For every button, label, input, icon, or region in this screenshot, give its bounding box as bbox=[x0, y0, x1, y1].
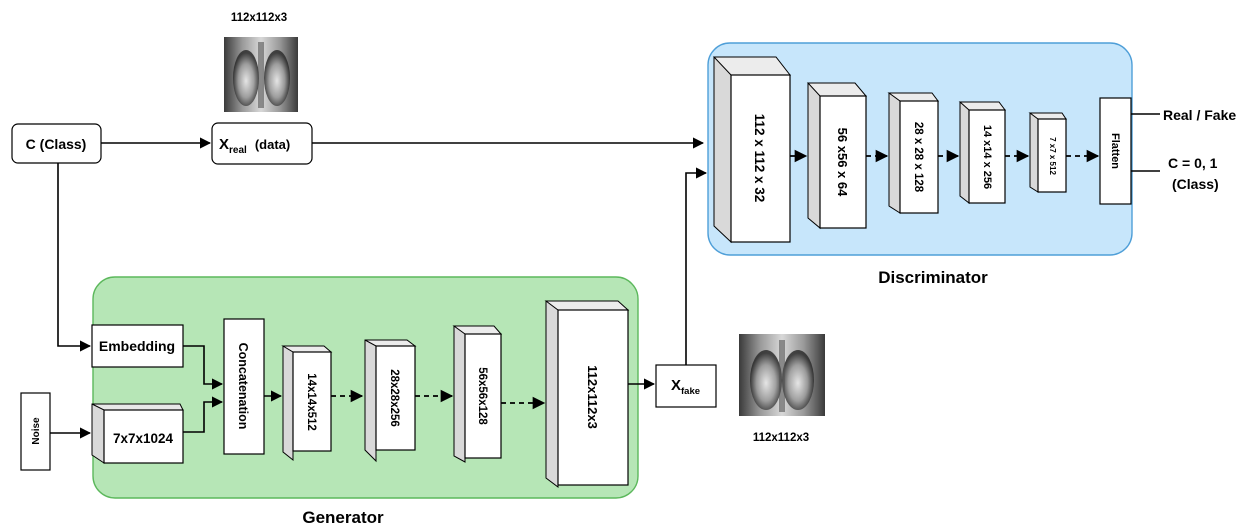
fake-xray-image bbox=[739, 334, 825, 416]
real-image-caption: 112x112x3 bbox=[231, 12, 287, 24]
svg-text:56 x56 x 64: 56 x56 x 64 bbox=[835, 128, 850, 197]
concatenation-box: Concatenation bbox=[223, 318, 265, 455]
svg-text:7x7x1024: 7x7x1024 bbox=[113, 431, 174, 446]
generator-title: Generator bbox=[302, 508, 384, 527]
svg-text:28x28x256: 28x28x256 bbox=[388, 369, 400, 427]
discriminator-layer-3: 28 x 28 x 128 bbox=[887, 92, 939, 214]
connectors bbox=[50, 113, 1160, 439]
discriminator-title: Discriminator bbox=[878, 268, 988, 287]
noise-input-box: Noise bbox=[20, 392, 51, 471]
embedding-box: Embedding bbox=[91, 324, 184, 368]
generator-layer-4: 112x112x3 bbox=[544, 300, 630, 488]
svg-text:Noise: Noise bbox=[31, 417, 42, 445]
svg-text:112x112x3: 112x112x3 bbox=[585, 365, 600, 429]
svg-text:56x56x128: 56x56x128 bbox=[476, 367, 488, 425]
real-xray-image bbox=[224, 37, 298, 112]
class-output-line2: (Class) bbox=[1172, 176, 1219, 192]
generator-layer-2: 28x28x256 bbox=[364, 339, 417, 463]
class-output-line1: C = 0, 1 bbox=[1168, 155, 1218, 171]
svg-text:112 x 112 x 32: 112 x 112 x 32 bbox=[752, 114, 767, 203]
svg-text:7 x7 x 512: 7 x7 x 512 bbox=[1048, 137, 1057, 175]
svg-text:Xfake: Xfake bbox=[671, 377, 700, 397]
svg-text:14x14x512: 14x14x512 bbox=[305, 373, 317, 431]
discriminator-layer-5: 7 x7 x 512 bbox=[1028, 112, 1067, 193]
svg-text:28 x 28 x 128: 28 x 28 x 128 bbox=[912, 122, 924, 193]
svg-text:C (Class): C (Class) bbox=[26, 136, 87, 152]
svg-text:Embedding: Embedding bbox=[99, 338, 175, 354]
svg-text:Concatenation: Concatenation bbox=[236, 343, 250, 430]
discriminator-layer-2: 56 x56 x 64 bbox=[806, 82, 868, 230]
flatten-box: Flatten bbox=[1099, 97, 1132, 205]
svg-text:14 x14 x 256: 14 x14 x 256 bbox=[981, 125, 993, 189]
real-fake-output: Real / Fake bbox=[1163, 107, 1236, 123]
class-input-box: C (Class) bbox=[11, 123, 102, 164]
svg-text:Flatten: Flatten bbox=[1109, 133, 1121, 169]
fake-data-box: Xfake bbox=[655, 364, 717, 408]
discriminator-layer-4: 14 x14 x 256 bbox=[958, 101, 1006, 205]
generator-layer-1: 14x14x512 bbox=[281, 345, 333, 462]
discriminator-layer-1: 112 x 112 x 32 bbox=[712, 56, 792, 244]
fake-image-caption: 112x112x3 bbox=[753, 432, 809, 444]
noise-projection-block: 7x7x1024 bbox=[91, 403, 184, 464]
generator-layer-3: 56x56x128 bbox=[452, 325, 503, 463]
svg-text:Xreal(data): Xreal(data) bbox=[219, 136, 290, 156]
real-data-box: Xreal(data) bbox=[211, 122, 313, 165]
